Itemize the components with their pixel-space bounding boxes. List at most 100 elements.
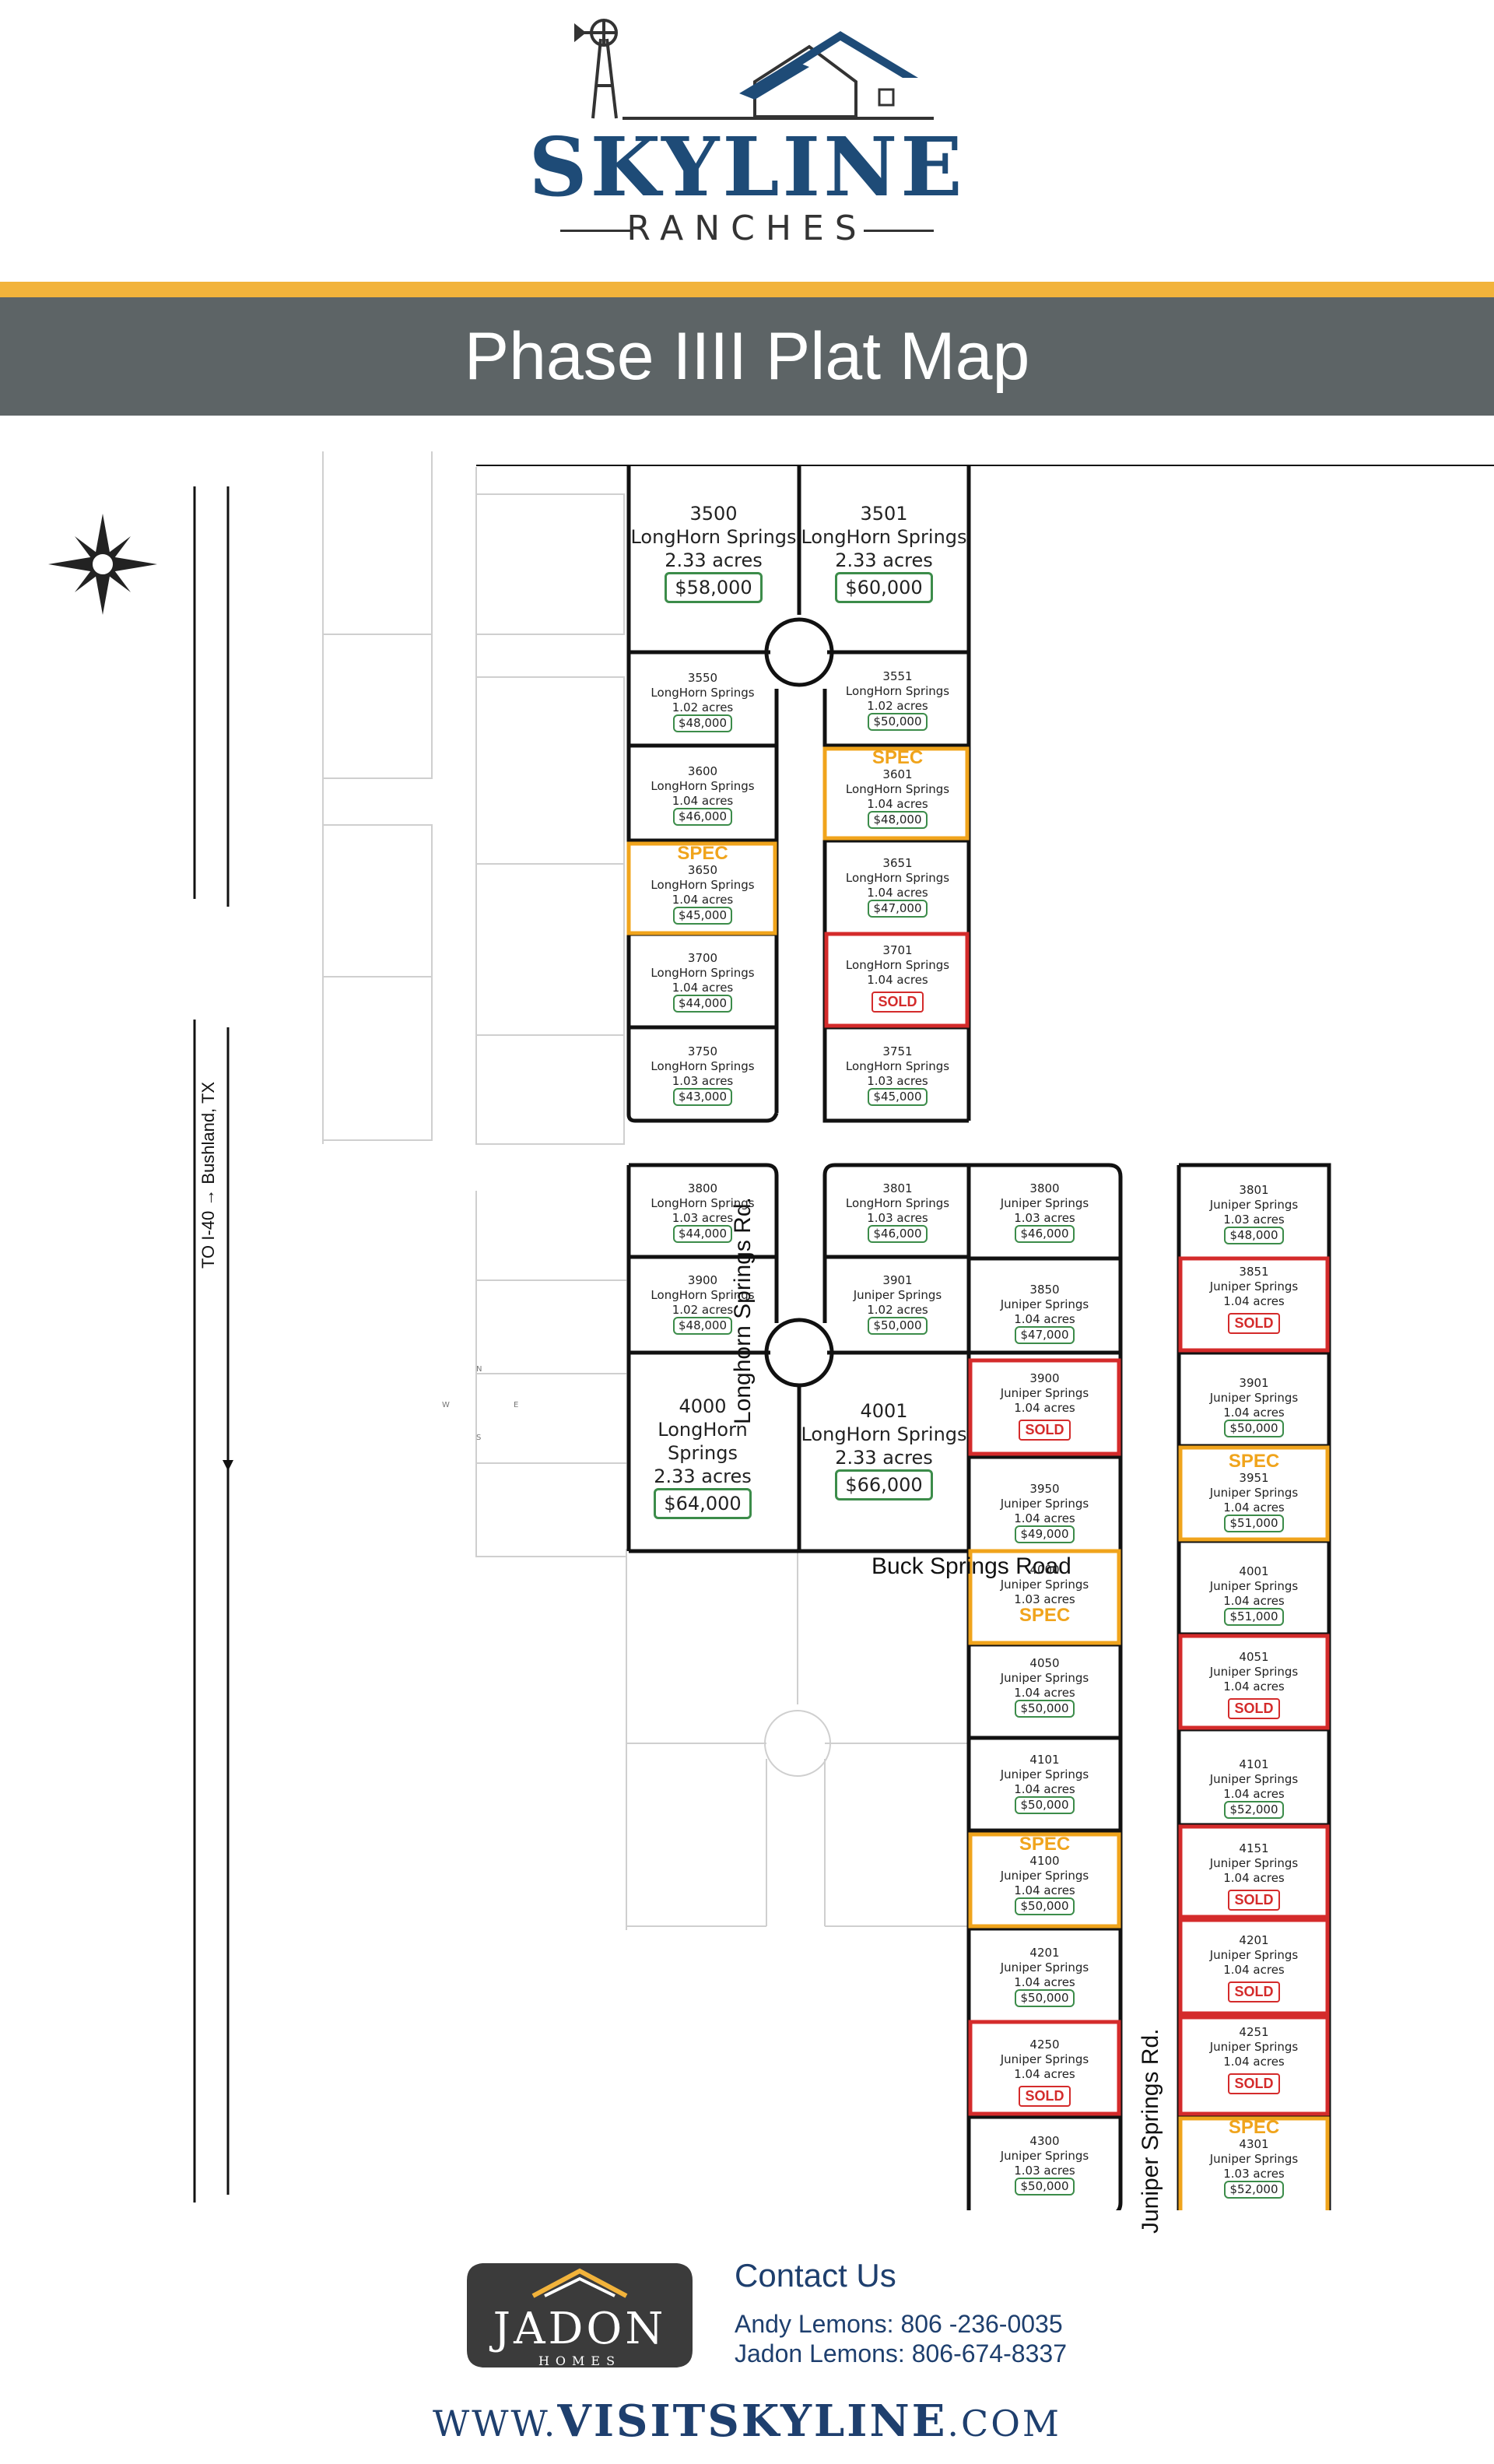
website-prefix: WWW. <box>432 2403 558 2445</box>
lot-number: 4300 <box>1029 2134 1060 2148</box>
lot-street: LongHorn Springs <box>651 778 755 793</box>
lot-acres: 1.04 acres <box>867 972 928 987</box>
lot-street: Juniper Springs <box>1209 1664 1299 1679</box>
lot-price-wrap: $50,000 <box>826 713 969 731</box>
contact-andy: Andy Lemons: 806 -236-0035 <box>735 2310 1063 2338</box>
lot-number: 4201 <box>1029 1946 1060 1960</box>
sold-badge-wrap: SOLD <box>826 992 969 1013</box>
sold-badge-wrap: SOLD <box>1179 1981 1329 2002</box>
lot-price: $50,000 <box>1015 1796 1075 1814</box>
spec-badge: SPEC <box>872 747 924 768</box>
sold-badge-wrap: SOLD <box>1179 1313 1329 1334</box>
sold-badge: SOLD <box>872 992 924 1013</box>
lot-street: Juniper Springs <box>1209 1947 1299 1962</box>
lot-price: $46,000 <box>868 1225 928 1243</box>
lot-acres: 1.04 acres <box>1223 1962 1285 1977</box>
lot-street: LongHorn Springs <box>658 1419 748 1464</box>
lot-price-wrap: $50,000 <box>969 2178 1120 2195</box>
lot-price: $52,000 <box>1224 2181 1284 2199</box>
lot-acres: 1.04 acres <box>1014 1511 1075 1525</box>
brand-rule-right <box>864 230 934 232</box>
contact-jadon: Jadon Lemons: 806-674-8337 <box>735 2339 1067 2367</box>
lot-number: 4101 <box>1029 1753 1060 1767</box>
lot-price-wrap: $50,000 <box>969 1989 1120 2007</box>
lot-price: $52,000 <box>1224 1801 1284 1819</box>
lot-price-wrap: $48,000 <box>629 714 777 732</box>
lot-street: LongHorn Springs <box>651 1058 755 1073</box>
lot-price-wrap: $66,000 <box>799 1469 969 1501</box>
lot-number: 4001 <box>1239 1564 1269 1578</box>
lot-price-wrap: $45,000 <box>629 907 777 925</box>
lot-price: $46,000 <box>1015 1225 1075 1243</box>
builder-sub: HOMES <box>538 2353 622 2368</box>
lot-price: $50,000 <box>1224 1420 1284 1437</box>
lot-street: LongHorn Springs <box>845 683 950 698</box>
lot-number: 3551 <box>882 669 913 683</box>
lot-street: Juniper Springs <box>1000 2148 1089 2163</box>
lot-acres: 1.04 acres <box>1014 1311 1075 1326</box>
lot-price-wrap: $47,000 <box>826 900 969 918</box>
lot-number: 3500 <box>689 503 738 525</box>
lot-acres: 1.04 acres <box>1223 1500 1285 1515</box>
compass-s: S <box>476 1434 482 1442</box>
lot-number: 4000 <box>679 1395 727 1417</box>
lot-street: Juniper Springs <box>1209 1279 1299 1293</box>
contact-title: Contact Us <box>735 2257 896 2294</box>
lot-number: 3700 <box>687 951 718 965</box>
lot-price: $44,000 <box>672 1225 733 1243</box>
lot-price-wrap: $51,000 <box>1179 1608 1329 1626</box>
website-link[interactable]: WWW.VISITSKYLINE.COM <box>0 2396 1494 2447</box>
lot-street: Juniper Springs <box>1209 2151 1299 2166</box>
lot-number: 4201 <box>1239 1933 1269 1947</box>
header: SKYLINE RANCHES <box>0 0 1494 280</box>
lot-street: Juniper Springs <box>1209 1578 1299 1593</box>
lot-street: LongHorn Springs <box>651 1195 755 1210</box>
spec-badge: SPEC <box>677 843 728 864</box>
lot-price: $50,000 <box>1015 1700 1075 1718</box>
lot-street: LongHorn Springs <box>651 1287 755 1302</box>
lot-price: $60,000 <box>835 572 933 603</box>
lot-number: 3750 <box>687 1044 718 1058</box>
lot-price: $45,000 <box>672 907 733 925</box>
